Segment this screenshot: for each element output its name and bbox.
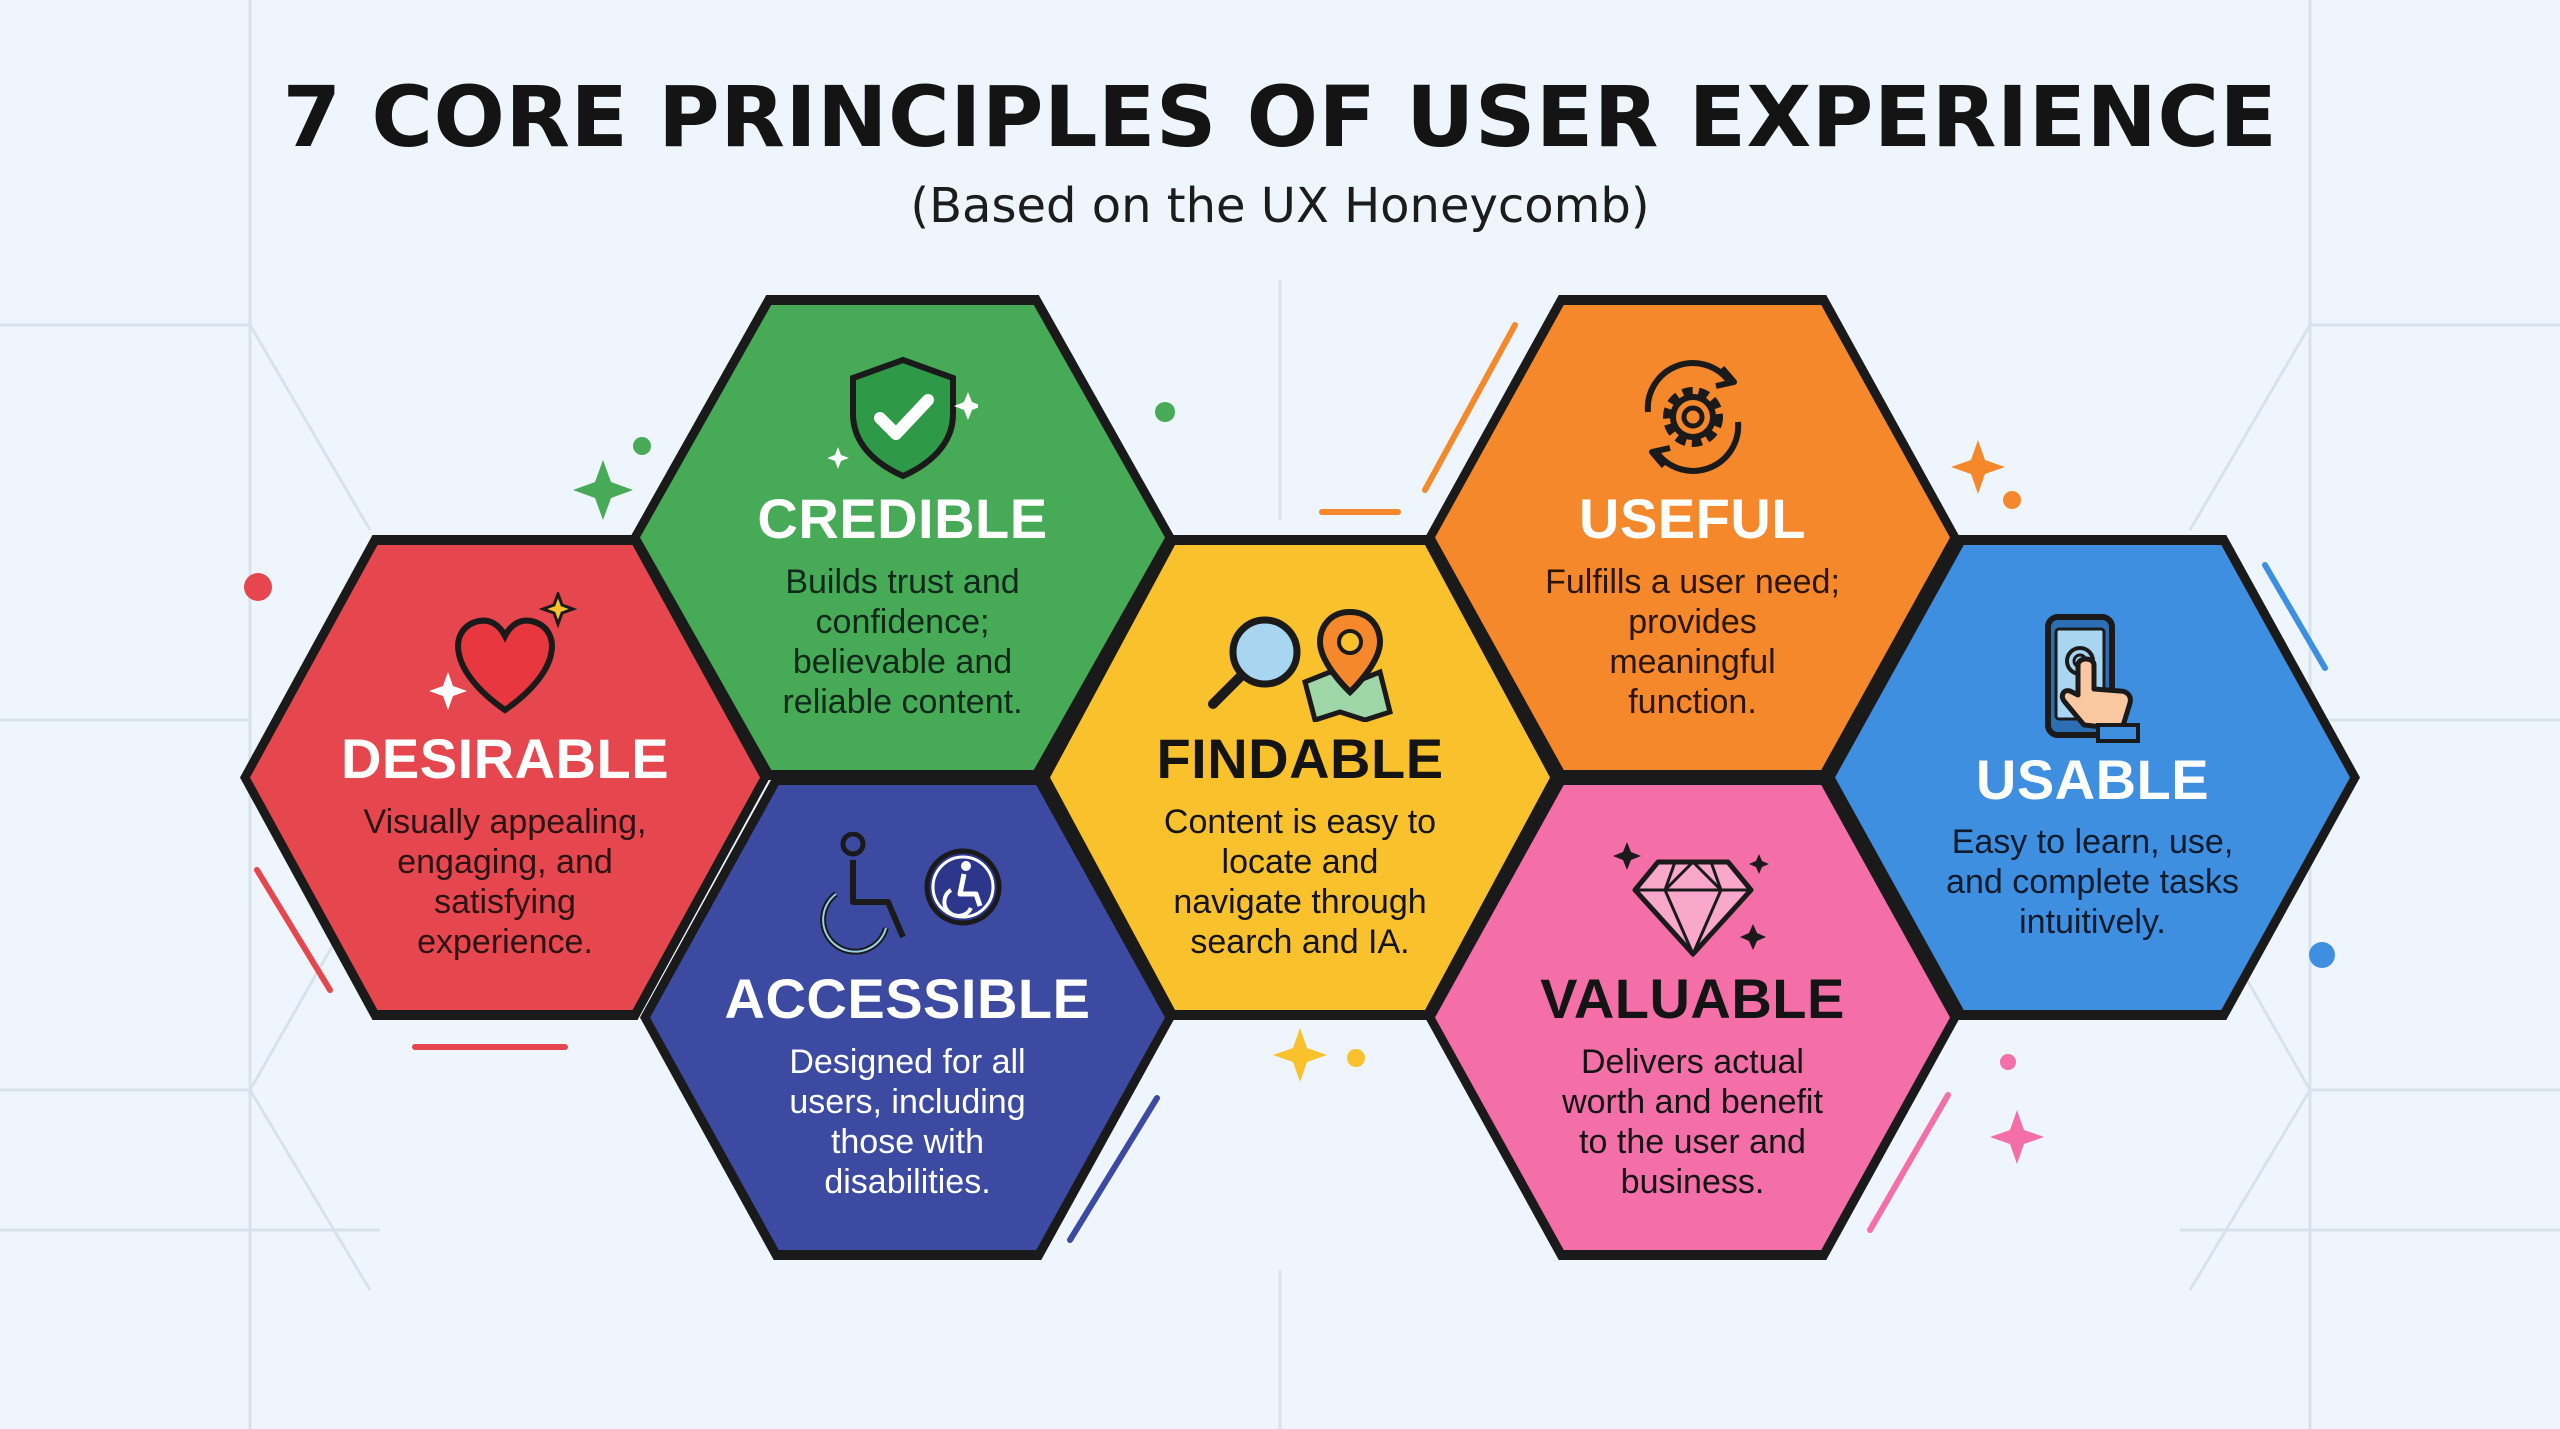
page-title: 7 CORE PRINCIPLES OF USER EXPERIENCE [282, 68, 2278, 166]
page-subtitle: (Based on the UX Honeycomb) [910, 178, 1650, 234]
useful-desc: Fulfills a user need; provides meaningfu… [1545, 563, 1840, 722]
findable-title: FINDABLE [1156, 727, 1444, 791]
useful-title: USEFUL [1579, 487, 1806, 551]
credible-desc: Builds trust and confidence; believable … [782, 563, 1023, 722]
gear-cycle-icon [1644, 360, 1741, 475]
desirable-title: DESIRABLE [340, 727, 670, 791]
hex-credible: CREDIBLE Builds trust and confidence; be… [630, 295, 1175, 780]
phone-tap-icon [2044, 613, 2140, 743]
credible-title: CREDIBLE [757, 487, 1048, 551]
magnifier-map-pin-icon [1208, 609, 1393, 723]
diamond-icon [1612, 842, 1769, 959]
wheelchair-icon [819, 832, 1001, 956]
desirable-desc: Visually appealing, engaging, and satisf… [363, 803, 647, 962]
accessible-desc: Designed for all users, including those … [789, 1043, 1026, 1202]
usable-desc: Easy to learn, use, and complete tasks i… [1946, 823, 2239, 942]
heart-icon [430, 592, 578, 715]
valuable-desc: Delivers actual worth and benefit to the… [1562, 1043, 1823, 1202]
shield-check-icon [827, 357, 978, 480]
decorative-sparkles [244, 402, 2335, 1164]
valuable-title: VALUABLE [1540, 967, 1845, 1031]
usable-title: USABLE [1975, 747, 2210, 811]
findable-desc: Content is easy to locate and navigate t… [1163, 803, 1437, 962]
accessible-title: ACCESSIBLE [724, 967, 1091, 1031]
